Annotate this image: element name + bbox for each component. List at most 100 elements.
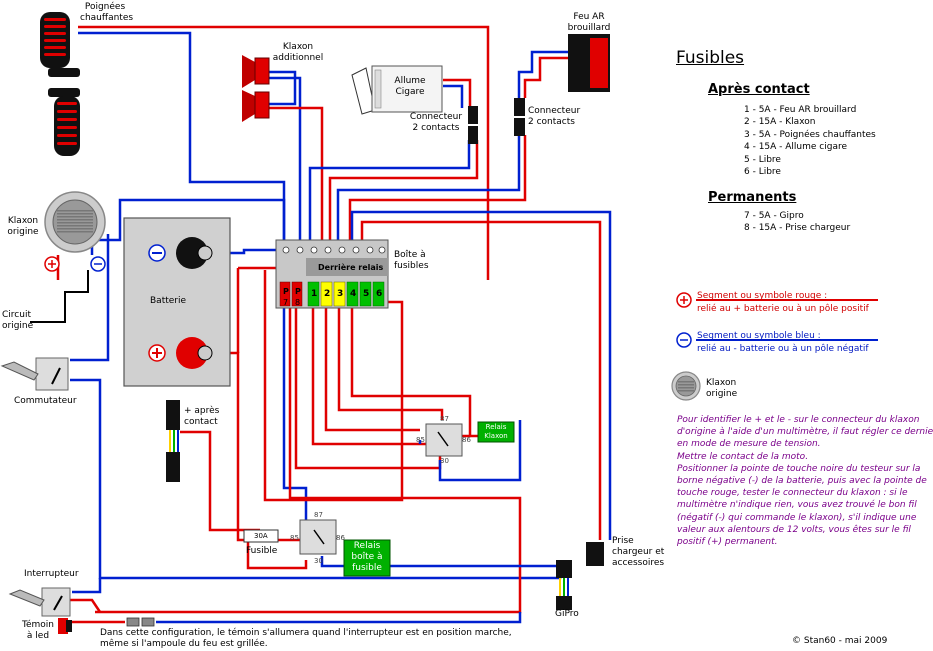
- label-fuse-30a: 30A: [254, 532, 268, 540]
- fuse-p-num-8: 8: [295, 298, 301, 307]
- list-item: 1 - 5A - Feu AR brouillard: [744, 105, 857, 115]
- legend-apres-list: 1 - 5A - Feu AR brouillard 2 - 15A - Kla…: [744, 104, 876, 178]
- wire-relay-a-86: [282, 308, 308, 520]
- label-interrupteur: Interrupteur: [24, 569, 79, 579]
- relay-horn-icon: [425, 421, 515, 457]
- wire-feu-conn-neg: [336, 135, 521, 248]
- fuse-number-5: 5: [363, 289, 370, 299]
- wire-klaxon-add-a: [268, 70, 297, 106]
- wire-cigare-neg: [443, 84, 464, 108]
- legend-horn-icon: [671, 371, 701, 401]
- wire-p7-gipro: [95, 308, 522, 614]
- list-item: 7 - 5A - Gipro: [744, 211, 804, 221]
- label-relais-klaxon: Relais Klaxon: [484, 423, 508, 440]
- wire-fuse4: [350, 308, 472, 436]
- wire-prise-pos: [360, 220, 602, 540]
- wire-temoin-neg: [156, 612, 522, 624]
- label-gipro: GiPro: [555, 609, 579, 619]
- wire-interrupteur-neg: [72, 578, 102, 594]
- wire-fuse-loop: [246, 540, 308, 570]
- wire-feu-neg: [517, 50, 568, 98]
- legend-title: Fusibles: [676, 48, 745, 68]
- label-connecteur-2: Connecteur 2 contacts: [528, 106, 581, 127]
- relay-horn-pin-87: 87: [440, 415, 449, 423]
- list-item: 8 - 15A - Prise chargeur: [744, 223, 851, 234]
- fuse-number-4: 4: [350, 289, 357, 299]
- wire-cigare-conn-neg: [308, 140, 471, 248]
- relay-horn-pin-85: 85: [416, 436, 425, 444]
- battery-icon: [123, 217, 231, 387]
- wire-ground-bus: [350, 210, 612, 540]
- cigar-lighter-icon: [351, 65, 443, 115]
- label-klaxon-additionnel: Klaxon additionnel: [272, 42, 324, 63]
- relay-box-pin-86: 86: [336, 534, 345, 542]
- list-item: 5 - Libre: [744, 154, 781, 165]
- credit-text: © Stan60 - mai 2009: [792, 636, 888, 646]
- label-commutateur: Commutateur: [14, 396, 77, 406]
- wire-circuit-orig: [30, 270, 89, 323]
- legend-plus-icon: [676, 292, 878, 308]
- list-item: 3 - 5A - Poignées chauffantes: [744, 129, 876, 140]
- legend-red-desc: relié au + batterie ou à un pôle positif: [697, 304, 869, 314]
- note-text: Dans cette configuration, le témoin s'al…: [100, 628, 512, 649]
- relay-horn-pin-30: 30: [440, 457, 449, 465]
- legend-klaxon-label: Klaxon origine: [706, 378, 738, 399]
- fuse-number-6: 6: [376, 289, 383, 299]
- led-indicator-icon: [58, 618, 72, 634]
- label-feu-ar: Feu AR brouillard: [567, 12, 611, 33]
- horn-original-icon: [44, 191, 106, 253]
- gipro-connector-icon: [556, 560, 572, 610]
- wire-fuse1: [311, 308, 430, 446]
- label-temoin: Témoin à led: [22, 620, 54, 641]
- wire-relay-b-87: [263, 270, 404, 502]
- wire-interrupteur-pos: [70, 598, 102, 613]
- fuse-30a-icon: [243, 529, 279, 543]
- wire-fuse2: [324, 308, 420, 432]
- legend-instructions: Pour identifier le + et le - sur le conn…: [677, 415, 933, 548]
- fuse-number-2: 2: [324, 289, 331, 299]
- label-klaxon-origine: Klaxon origine: [7, 216, 39, 237]
- after-contact-connector-icon: [166, 400, 180, 482]
- heated-grip-bottom-icon: [48, 88, 80, 156]
- wire-feu-pos: [523, 56, 568, 98]
- label-allume-cigare: Allume Cigare: [394, 76, 426, 97]
- relay-box-pin-87: 87: [314, 511, 323, 519]
- horn-additional-icon: [242, 55, 270, 122]
- label-circuit-origine: Circuit origine: [2, 310, 34, 331]
- fog-light-icon: [568, 34, 610, 92]
- relay-box-pin-30: 30: [314, 557, 323, 565]
- legend-blue-title: Segment ou symbole bleu :: [697, 331, 821, 341]
- heated-grip-top-icon: [40, 12, 80, 77]
- label-connecteur-1: Connecteur 2 contacts: [409, 112, 463, 133]
- relay-fusebox-icon: [299, 519, 391, 577]
- wire-fuse3: [337, 308, 444, 420]
- led-wire-connector-icon: [126, 617, 155, 627]
- label-batterie: Batterie: [150, 296, 187, 306]
- legend-blue-desc: relié au - batterie ou à un pôle négatif: [697, 344, 869, 354]
- fuse-box-icon: [275, 239, 389, 309]
- label-poignees: Poignées chauffantes: [80, 2, 134, 23]
- wire-apres-contact: [180, 430, 260, 532]
- legend-perm-list: 7 - 5A - Gipro 8 - 15A - Prise chargeur: [744, 210, 850, 235]
- label-fusible: Fusible: [246, 546, 278, 556]
- legend-minus-icon: [676, 332, 878, 348]
- list-item: 4 - 15A - Allume cigare: [744, 142, 848, 153]
- label-apres-contact: + après contact: [184, 406, 220, 427]
- fuse-p-num-7: 7: [283, 298, 289, 307]
- legend-red-title: Segment ou symbole rouge :: [697, 291, 828, 301]
- charger-socket-icon: [586, 542, 604, 566]
- list-item: 2 - 15A - Klaxon: [744, 117, 816, 128]
- label-derriere-relais: Derrière relais: [318, 263, 384, 272]
- switch-icon: [0, 357, 69, 391]
- connector-cigar-icon: [468, 106, 478, 144]
- wire-cigare-pos: [443, 78, 472, 108]
- relay-horn-pin-86: 86: [462, 436, 471, 444]
- label-prise: Prise chargeur et accessoires: [612, 536, 665, 568]
- connector-fog-icon: [514, 98, 525, 136]
- wire-klaxon-add-b: [268, 76, 302, 246]
- legend-perm-title: Permanents: [708, 190, 797, 205]
- relay-box-pin-85: 85: [290, 534, 299, 542]
- fuse-p-1: P: [283, 287, 289, 296]
